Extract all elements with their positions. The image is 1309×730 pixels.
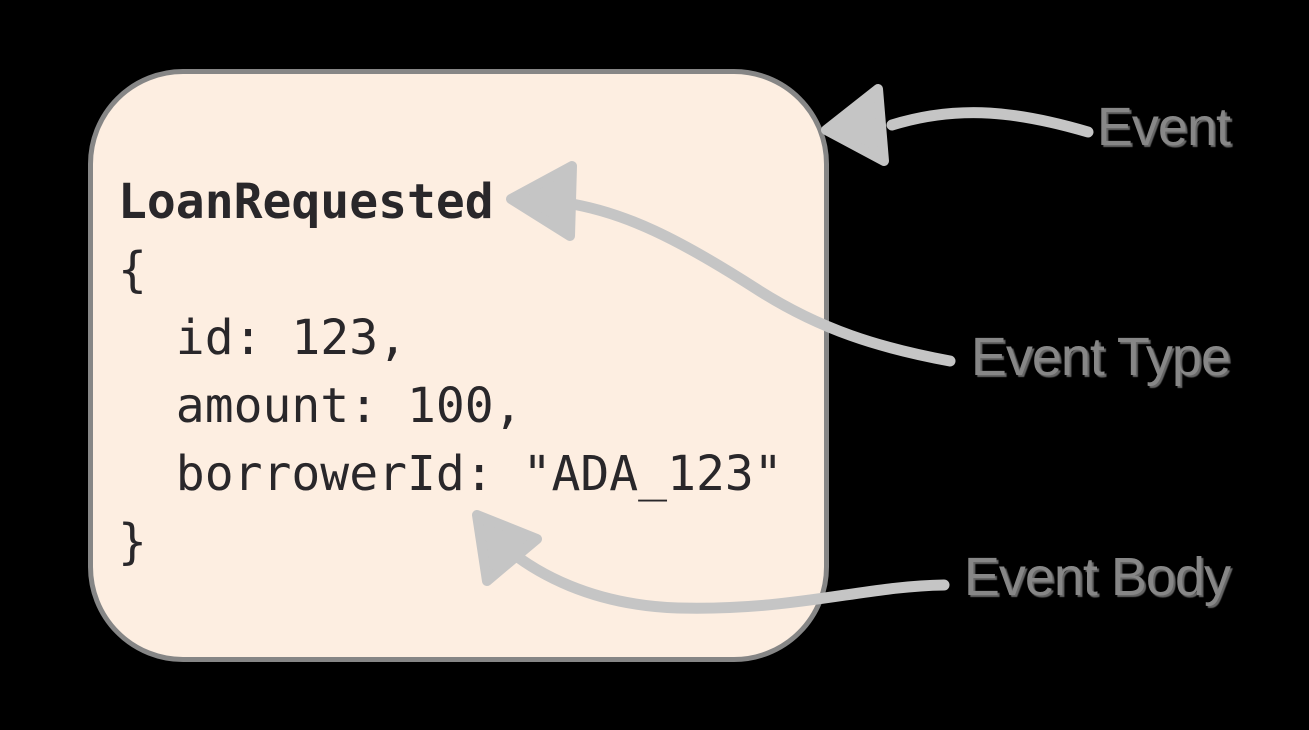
event-body-line: { bbox=[118, 242, 147, 298]
event-body-line: } bbox=[118, 514, 147, 570]
label-event-type: Event Type bbox=[970, 327, 1231, 387]
label-event: Event bbox=[1096, 97, 1231, 157]
event-body-line: id: 123, bbox=[118, 310, 407, 366]
event-code-block: LoanRequested { id: 123, amount: 100, bor… bbox=[118, 168, 783, 576]
event-arrowhead-icon bbox=[821, 84, 889, 166]
event-body-line: amount: 100, bbox=[118, 378, 523, 434]
label-event-body: Event Body bbox=[963, 547, 1231, 607]
event-type-name: LoanRequested bbox=[118, 174, 494, 230]
event-arrow bbox=[886, 107, 1094, 138]
event-body-line: borrowerId: "ADA_123" bbox=[118, 446, 783, 502]
